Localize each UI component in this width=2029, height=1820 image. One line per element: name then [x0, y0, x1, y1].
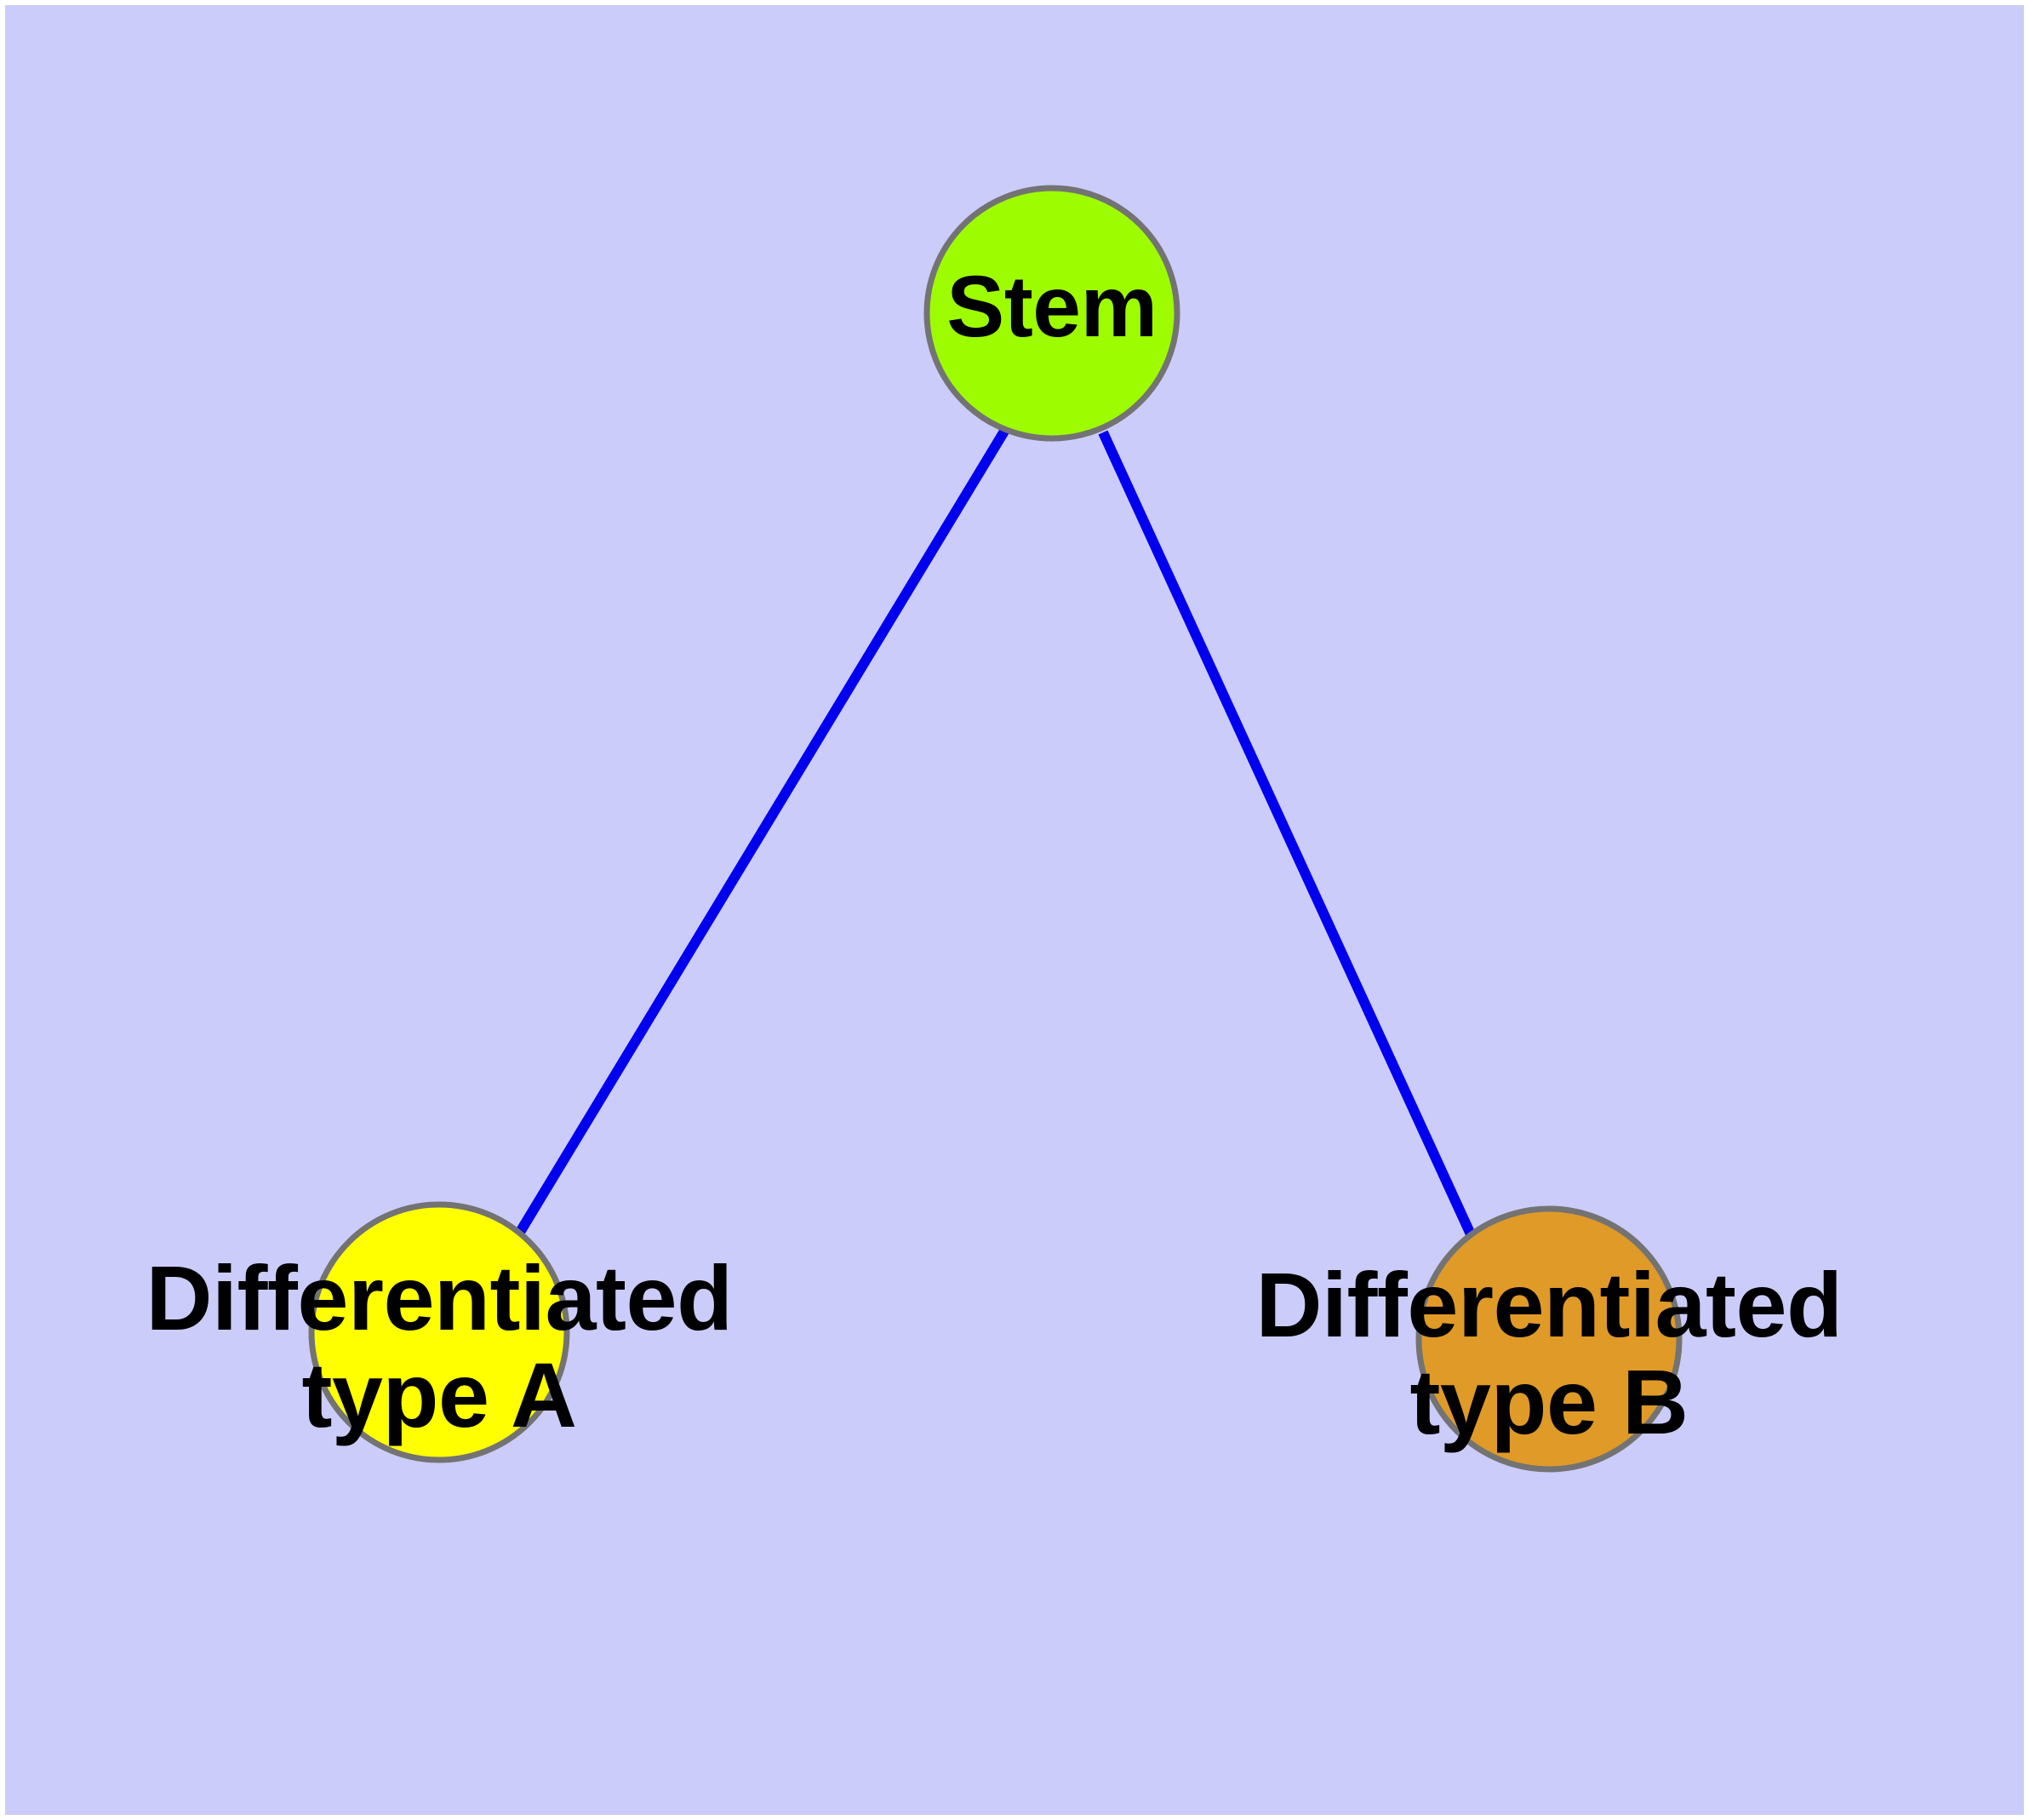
- edge-stem-to-differentiated-type-a[interactable]: [514, 426, 1010, 1237]
- node-layer: [308, 185, 1683, 1473]
- edge-stem-to-differentiated-type-b[interactable]: [1098, 430, 1476, 1237]
- node-differentiated-type-a[interactable]: [308, 1201, 570, 1463]
- node-differentiated-type-b[interactable]: [1415, 1205, 1683, 1473]
- node-stem[interactable]: [923, 185, 1180, 442]
- edge-layer: [514, 426, 1476, 1237]
